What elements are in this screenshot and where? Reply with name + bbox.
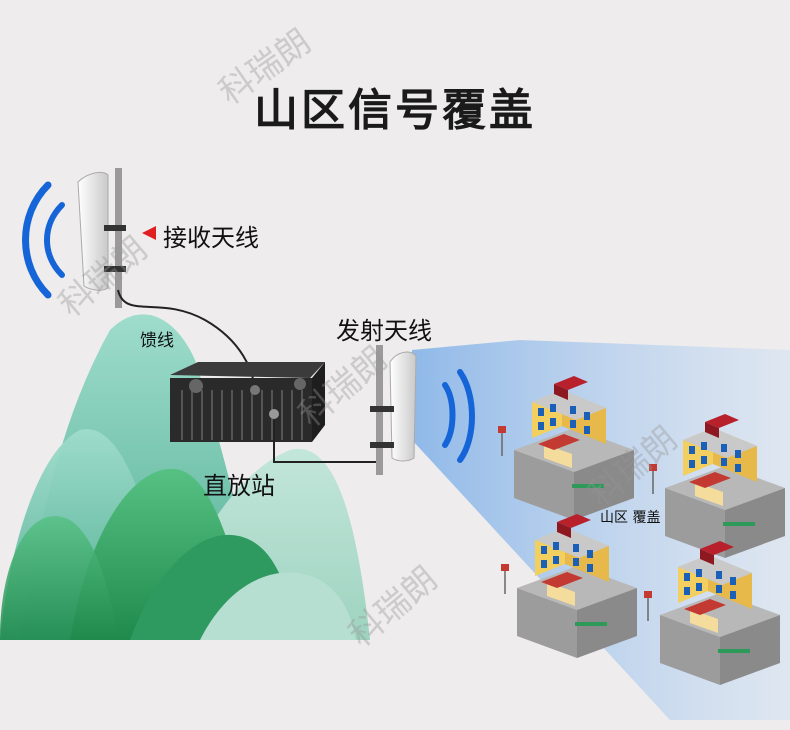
transmit-antenna bbox=[370, 345, 417, 475]
repeater-label: 直放站 bbox=[203, 472, 275, 500]
red-pointer-icon bbox=[142, 226, 156, 240]
mountains bbox=[0, 314, 370, 640]
repeater-unit-icon bbox=[170, 362, 378, 463]
receive-antenna-label: 接收天线 bbox=[163, 224, 259, 252]
coverage-area-label: 山区 覆盖 bbox=[600, 510, 661, 526]
transmit-antenna-label: 发射天线 bbox=[336, 317, 432, 345]
feeder-label: 馈线 bbox=[140, 331, 174, 351]
signal-wave-icon bbox=[442, 369, 475, 463]
page-title: 山区信号覆盖 bbox=[254, 85, 536, 136]
signal-wave-icon bbox=[22, 181, 65, 299]
